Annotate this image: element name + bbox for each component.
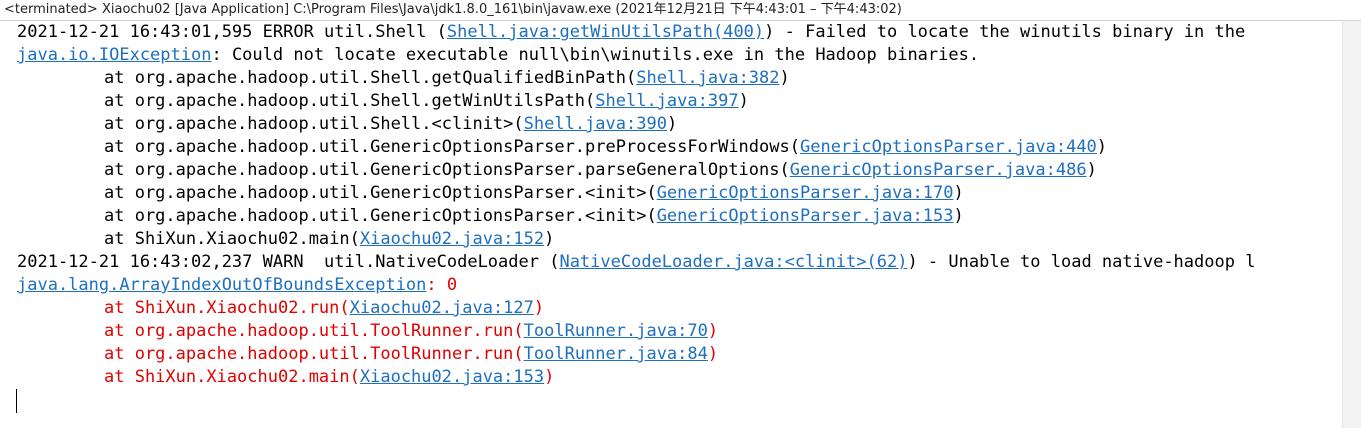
log-text: ) [779,68,790,88]
log-text: : Could not locate executable null\bin\w… [211,45,980,65]
log-text: at ShiXun.Xiaochu02.run( [104,298,350,318]
source-link[interactable]: Xiaochu02.java:153 [359,367,545,387]
source-link[interactable]: ToolRunner.java:70 [523,321,708,341]
text-caret [16,389,17,413]
source-link[interactable]: Shell.java:397 [595,91,739,111]
console-line: at ShiXun.Xiaochu02.main(Xiaochu02.java:… [0,228,1343,251]
console-line: at org.apache.hadoop.util.Shell.getQuali… [0,67,1343,90]
console-line: at org.apache.hadoop.util.GenericOptions… [0,159,1343,182]
source-link[interactable]: java.io.IOException [17,45,212,65]
console-error-line: java.lang.ArrayIndexOutOfBoundsException… [0,274,1343,297]
log-text: at org.apache.hadoop.util.GenericOptions… [104,160,790,180]
console-title: <terminated> Xiaochu02 [Java Application… [0,0,1361,21]
log-text: at org.apache.hadoop.util.GenericOptions… [104,137,800,157]
log-text: at org.apache.hadoop.util.GenericOptions… [104,206,657,226]
log-text: ) [1086,160,1097,180]
console-line: 2021-12-21 16:43:02,237 WARN util.Native… [0,251,1343,274]
console-line: 2021-12-21 16:43:01,595 ERROR util.Shell… [0,21,1343,44]
console-output[interactable]: 2021-12-21 16:43:01,595 ERROR util.Shell… [0,21,1343,428]
source-link[interactable]: GenericOptionsParser.java:170 [656,183,954,203]
log-text: 2021-12-21 16:43:01,595 ERROR util.Shell… [17,22,447,42]
source-link[interactable]: GenericOptionsParser.java:440 [799,137,1097,157]
console-line: at org.apache.hadoop.util.GenericOptions… [0,205,1343,228]
source-link[interactable]: GenericOptionsParser.java:486 [789,160,1087,180]
log-text: at ShiXun.Xiaochu02.main( [104,367,360,387]
console-line: at org.apache.hadoop.util.GenericOptions… [0,136,1343,159]
log-text: ) [707,344,719,364]
log-text: at org.apache.hadoop.util.GenericOptions… [104,183,657,203]
log-text: at org.apache.hadoop.util.Shell.getWinUt… [104,91,596,111]
source-link[interactable]: Shell.java:382 [636,68,780,88]
log-text: ) [953,206,964,226]
console-line: at org.apache.hadoop.util.Shell.getWinUt… [0,90,1343,113]
console-error-line: at org.apache.hadoop.util.ToolRunner.run… [0,343,1343,366]
log-text: at org.apache.hadoop.util.Shell.<clinit>… [104,114,524,134]
source-link[interactable]: GenericOptionsParser.java:153 [656,206,954,226]
log-text: : 0 [426,275,458,295]
log-text: ) [533,298,545,318]
source-link[interactable]: Xiaochu02.java:127 [349,298,534,318]
log-text: ) [738,91,749,111]
log-text: 2021-12-21 16:43:02,237 WARN util.Native… [17,252,560,272]
console-error-line: at org.apache.hadoop.util.ToolRunner.run… [0,320,1343,343]
console-line: at org.apache.hadoop.util.GenericOptions… [0,182,1343,205]
vertical-scrollbar[interactable] [1342,21,1361,428]
console-error-line: at ShiXun.Xiaochu02.main(Xiaochu02.java:… [0,366,1343,389]
source-link[interactable]: ToolRunner.java:84 [523,344,708,364]
log-text: ) [666,114,678,134]
source-link[interactable]: java.lang.ArrayIndexOutOfBoundsException [17,275,427,295]
log-text: ) - Failed to locate the winutils binary… [764,22,1246,42]
source-link[interactable]: Xiaochu02.java:152 [359,229,545,249]
log-text: ) [544,367,555,387]
source-link[interactable]: NativeCodeLoader.java:<clinit>(62) [559,252,908,272]
log-text: at ShiXun.Xiaochu02.main( [104,229,360,249]
log-text: ) [1096,137,1108,157]
console-line: java.io.IOException: Could not locate ex… [0,44,1343,67]
console-error-line: at ShiXun.Xiaochu02.run(Xiaochu02.java:1… [0,297,1343,320]
log-text: at org.apache.hadoop.util.ToolRunner.run… [104,321,524,341]
log-text: ) [953,183,964,203]
source-link[interactable]: Shell.java:390 [523,114,667,134]
log-text: at org.apache.hadoop.util.Shell.getQuali… [104,68,637,88]
log-text: ) [707,321,719,341]
log-text: ) [544,229,555,249]
source-link[interactable]: Shell.java:getWinUtilsPath(400) [446,22,765,42]
log-text: ) - Unable to load native-hadoop l [907,252,1256,272]
console-line: at org.apache.hadoop.util.Shell.<clinit>… [0,113,1343,136]
log-text: at org.apache.hadoop.util.ToolRunner.run… [104,344,524,364]
